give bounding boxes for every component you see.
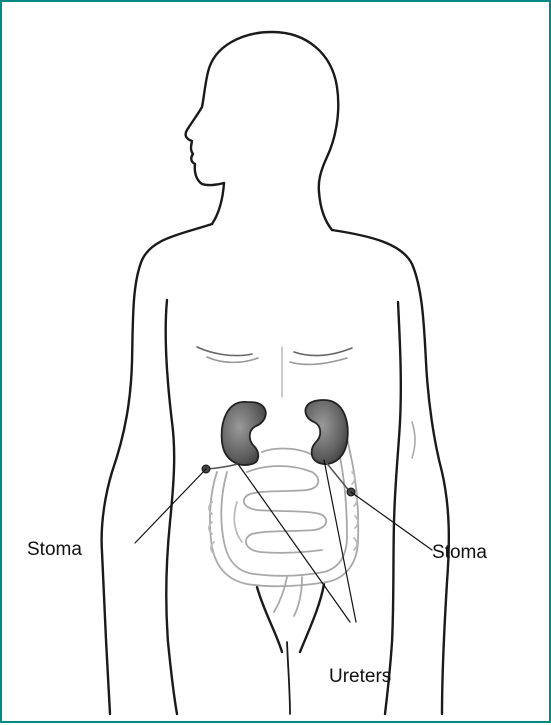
kidney-right <box>305 400 347 464</box>
kidney-left <box>222 402 266 465</box>
stoma-left-label: Stoma <box>27 540 82 559</box>
leader-stoma-left <box>135 469 206 543</box>
body-outline <box>102 32 449 714</box>
ureters <box>207 460 350 492</box>
leader-ureters-1 <box>238 464 350 622</box>
ureters-label: Ureters <box>329 667 391 686</box>
stoma-right-label: Stoma <box>432 543 487 562</box>
leader-stoma-right <box>351 492 432 550</box>
leader-lines <box>135 460 432 622</box>
